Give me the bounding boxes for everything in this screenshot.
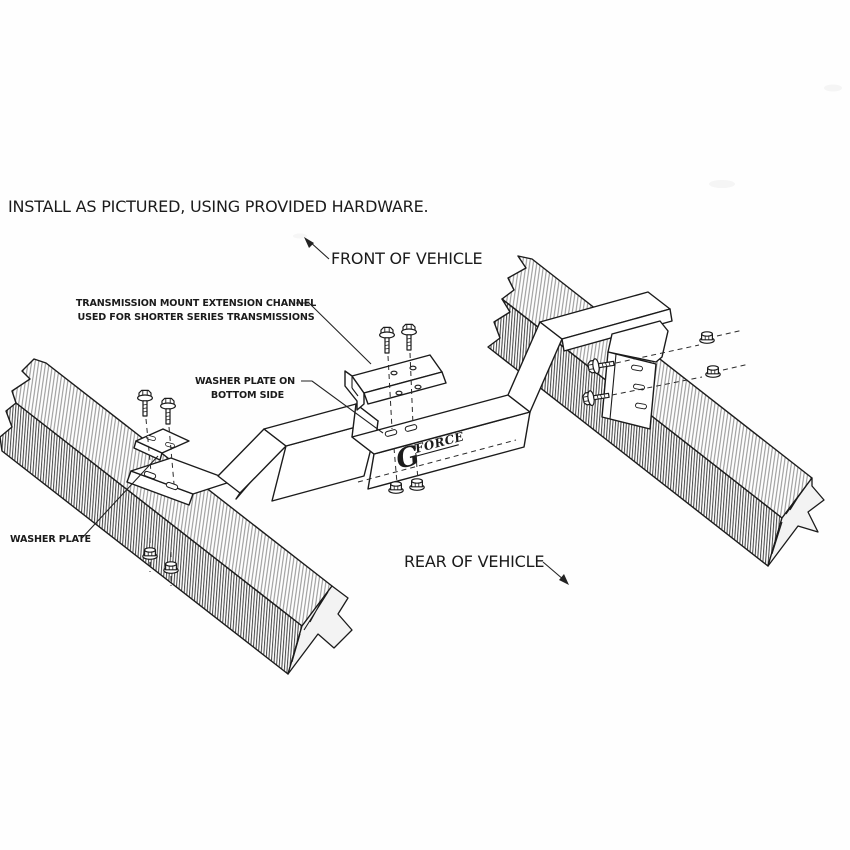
leader-extension-channel	[296, 302, 372, 365]
label-rear-of-vehicle: REAR OF VEHICLE	[404, 552, 544, 571]
extension-channel-part	[344, 354, 447, 411]
scan-artifacts	[293, 84, 842, 239]
right-rail-open-end	[767, 477, 825, 567]
hex-bolt-icon	[160, 397, 176, 425]
leader-washer-plate	[81, 455, 159, 539]
front-arrowhead-icon	[304, 237, 314, 248]
label-washer-plate: WASHER PLATE	[10, 534, 91, 545]
flange-nut-icon	[705, 365, 721, 378]
leader-washer-plate-bottom	[301, 380, 384, 434]
leader-lines	[81, 237, 569, 585]
label-washer-plate-bottom-1: WASHER PLATE ON	[195, 376, 295, 387]
hex-bolt-icon	[379, 326, 395, 354]
label-extension-channel-1: TRANSMISSION MOUNT EXTENSION CHANNEL	[76, 298, 316, 309]
flange-nut-icon	[409, 478, 425, 491]
washer-plate-part	[133, 428, 190, 461]
hex-bolt-icon	[137, 389, 153, 417]
assembly-projection-lines	[145, 329, 750, 586]
left-frame-rail	[0, 358, 353, 675]
crossmember: G FORCE	[126, 291, 673, 506]
label-washer-plate-bottom-2: BOTTOM SIDE	[211, 390, 284, 401]
flange-nut-icon	[142, 547, 158, 560]
leader-rear-of-vehicle	[542, 561, 565, 581]
flange-nut-icon	[388, 481, 404, 494]
rear-arrowhead-icon	[559, 574, 569, 585]
label-front-of-vehicle: FRONT OF VEHICLE	[331, 249, 483, 268]
flange-nut-icon	[163, 561, 179, 574]
instruction-text: INSTALL AS PICTURED, USING PROVIDED HARD…	[8, 197, 428, 216]
label-extension-channel-2: USED FOR SHORTER SERIES TRANSMISSIONS	[77, 312, 314, 323]
flange-nut-icon	[699, 331, 715, 344]
hex-bolt-icon	[401, 323, 417, 351]
